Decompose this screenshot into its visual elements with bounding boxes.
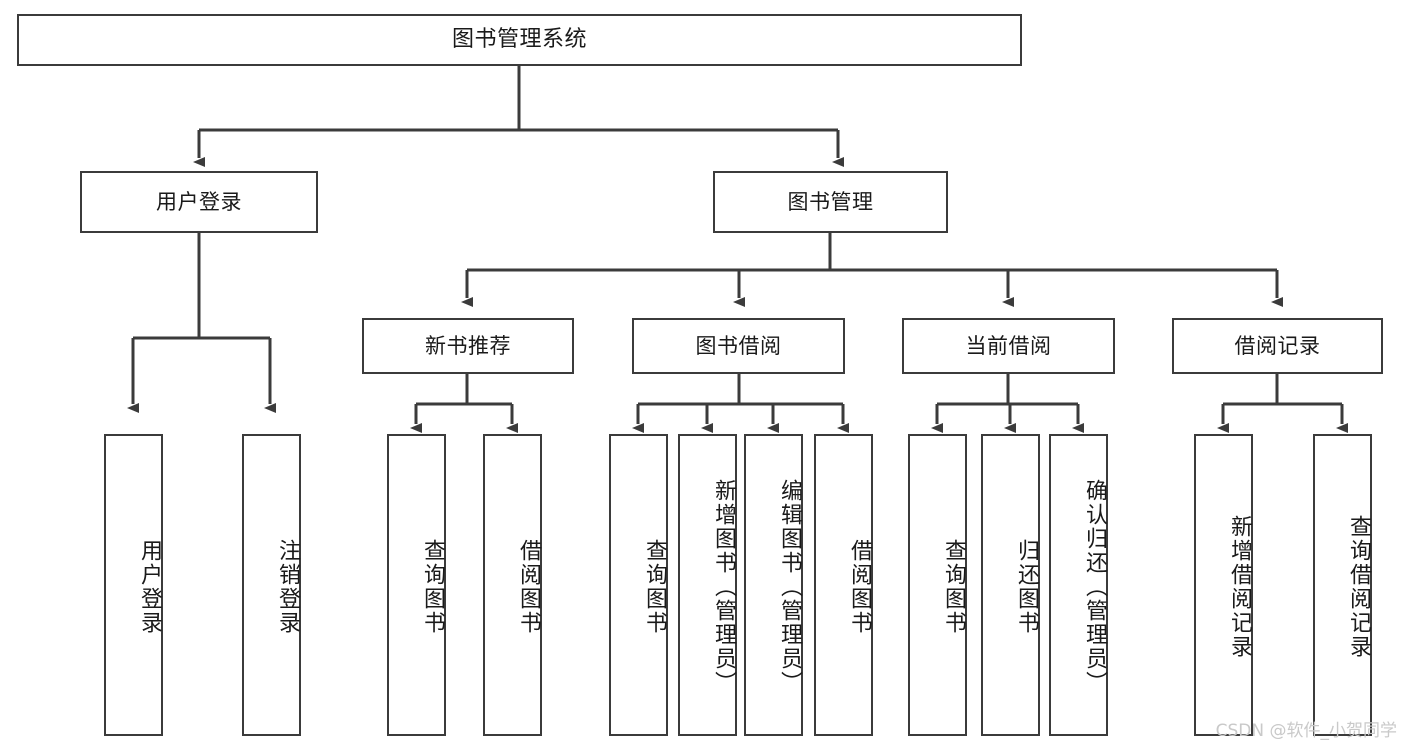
leaf-query-borrow-record[interactable]: 查询借阅记录 [1313, 434, 1372, 736]
leaf-edit-book-admin[interactable]: 编辑图书（管理员） [744, 434, 803, 736]
node-user-login[interactable]: 用户登录 [80, 171, 318, 233]
leaf-query-book-recommend[interactable]: 查询图书 [387, 434, 446, 736]
node-label: 新书推荐 [425, 333, 511, 358]
node-label: 查询图书 [420, 539, 445, 635]
node-label: 确认归还（管理员） [1082, 479, 1107, 695]
leaf-confirm-return-admin[interactable]: 确认归还（管理员） [1049, 434, 1108, 736]
node-new-book-recommend[interactable]: 新书推荐 [362, 318, 574, 374]
node-label: 查询图书 [642, 539, 667, 635]
node-root-system[interactable]: 图书管理系统 [17, 14, 1022, 66]
node-borrow-record[interactable]: 借阅记录 [1172, 318, 1383, 374]
node-label: 查询图书 [941, 539, 966, 635]
node-label: 用户登录 [137, 539, 162, 635]
watermark-text: CSDN @软件_小贺同学 [1215, 721, 1397, 741]
leaf-user-login[interactable]: 用户登录 [104, 434, 163, 736]
node-label: 图书管理系统 [451, 27, 587, 53]
leaf-query-book-current[interactable]: 查询图书 [908, 434, 967, 736]
node-label: 归还图书 [1014, 539, 1039, 635]
leaf-add-borrow-record[interactable]: 新增借阅记录 [1194, 434, 1253, 736]
node-label: 新增借阅记录 [1227, 515, 1252, 659]
node-label: 图书借阅 [695, 333, 782, 358]
leaf-logout[interactable]: 注销登录 [242, 434, 301, 736]
node-label: 用户登录 [156, 189, 242, 214]
node-label: 新增图书（管理员） [711, 479, 736, 695]
node-label: 当前借阅 [965, 333, 1052, 358]
node-label: 借阅记录 [1234, 333, 1321, 358]
leaf-borrow-book[interactable]: 借阅图书 [814, 434, 873, 736]
leaf-return-book[interactable]: 归还图书 [981, 434, 1040, 736]
node-book-management[interactable]: 图书管理 [713, 171, 948, 233]
leaf-borrow-book-recommend[interactable]: 借阅图书 [483, 434, 542, 736]
leaf-add-book-admin[interactable]: 新增图书（管理员） [678, 434, 737, 736]
node-label: 借阅图书 [516, 539, 541, 635]
node-label: 查询借阅记录 [1346, 515, 1371, 659]
node-label: 借阅图书 [847, 539, 872, 635]
node-book-borrow[interactable]: 图书借阅 [632, 318, 845, 374]
node-label: 编辑图书（管理员） [777, 479, 802, 695]
leaf-query-book-borrow[interactable]: 查询图书 [609, 434, 668, 736]
node-current-borrow[interactable]: 当前借阅 [902, 318, 1115, 374]
node-label: 图书管理 [787, 189, 874, 214]
node-label: 注销登录 [275, 539, 300, 635]
